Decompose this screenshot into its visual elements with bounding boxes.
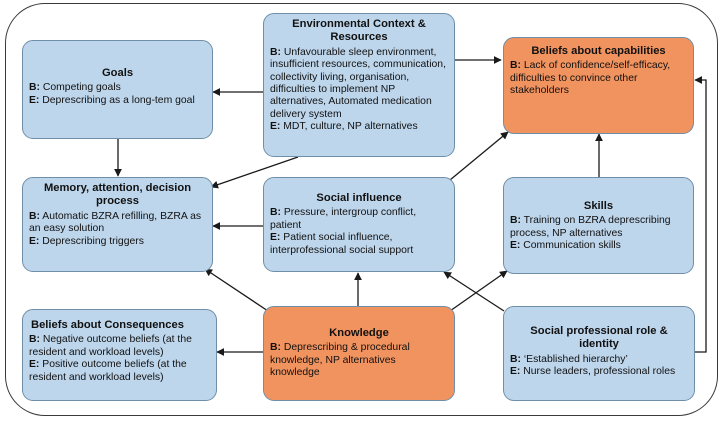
box-knowledge: Knowledge B: Deprescribing & procedural … [263, 306, 455, 401]
box-line-e: E: Nurse leaders, professional roles [510, 366, 676, 378]
box-beliefs-about-consequences: Beliefs about Consequences B: Negative o… [22, 309, 217, 401]
box-line-b: B: Automatic BZRA refilling, BZRA as an … [29, 210, 202, 235]
box-line-b: B: Negative outcome beliefs (at the resi… [29, 334, 192, 358]
box-title: Beliefs about capabilities [531, 45, 666, 57]
box-memory-attention: Memory, attention, decision process B: A… [22, 177, 213, 272]
box-title: Social influence [316, 192, 402, 204]
arrow-knowledge-to-skills [449, 270, 508, 312]
box-title: Environmental Context & Resources [292, 18, 426, 44]
box-title: Goals [101, 67, 134, 79]
box-title: Social professional role & identity [530, 325, 668, 351]
outer-frame [5, 3, 718, 416]
box-line-b: B: Competing goals [29, 82, 121, 94]
box-title: Beliefs about Consequences [31, 319, 184, 331]
arrow-env-to-memory [210, 156, 299, 189]
box-line-e: E: Patient social influence, interprofes… [270, 232, 414, 256]
box-line-e: E: Deprescribing triggers [29, 235, 144, 247]
box-title: Knowledge [329, 327, 389, 339]
box-beliefs-about-capabilities: Beliefs about capabilities B: Lack of co… [503, 37, 694, 134]
box-skills: Skills B: Training on BZRA deprescribing… [503, 177, 694, 274]
box-title: Memory, attention, decision process [43, 182, 192, 208]
arrow-social-role-to-beliefs-cap [694, 76, 707, 353]
box-line-b: B: ‘Established hierarchy’ [510, 353, 628, 365]
box-line-b: B: Training on BZRA deprescribing proces… [510, 215, 671, 239]
box-goals: Goals B: Competing goals E: Deprescribin… [22, 40, 213, 139]
box-line-b: B: Lack of confidence/self-efficacy, dif… [510, 60, 671, 97]
box-social-professional-role: Social professional role & identity B: ‘… [503, 306, 695, 401]
box-line-e: E: Deprescribing as a long-tem goal [29, 94, 195, 106]
box-line-b: B: Pressure, intergroup conflict, patien… [270, 207, 417, 231]
box-title: Skills [583, 200, 614, 212]
box-social-influence: Social influence B: Pressure, intergroup… [263, 177, 455, 272]
arrow-social-role-to-social [443, 271, 505, 312]
box-line-b: B: Unfavourable sleep environment, insuf… [270, 46, 446, 120]
box-environmental-context: Environmental Context & Resources B: Unf… [263, 13, 455, 157]
box-line-e: E: Communication skills [510, 240, 621, 252]
arrow-social-to-beliefs-cap [449, 131, 509, 181]
box-line-b: B: Deprescribing & procedural knowledge,… [270, 342, 410, 379]
box-line-e: E: Positive outcome beliefs (at the resi… [29, 359, 187, 383]
box-line-e: E: MDT, culture, NP alternatives [270, 121, 418, 133]
arrow-knowledge-to-memory [204, 268, 269, 312]
